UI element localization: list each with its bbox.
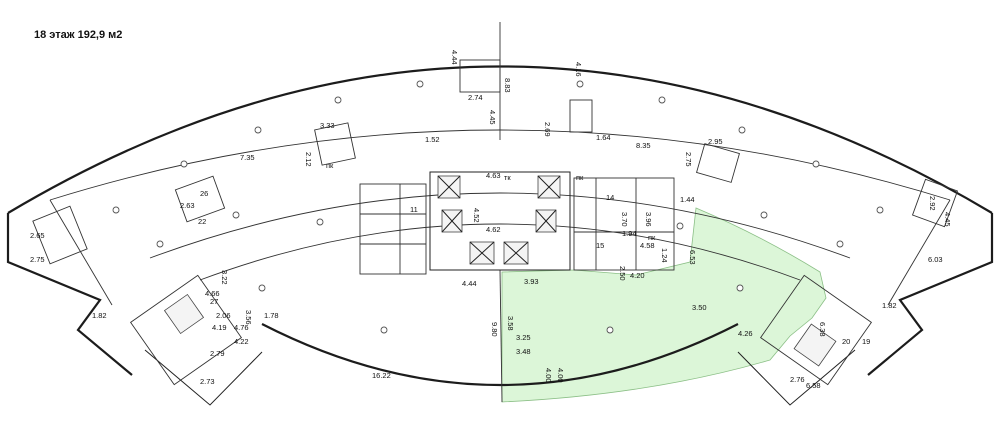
outer-wall-left <box>6 213 133 376</box>
dimension-label: 4.19 <box>212 323 227 332</box>
dimension-label: 1.24 <box>660 248 669 263</box>
dimension-label: 2.73 <box>200 377 215 386</box>
room-number: 11 <box>410 205 418 214</box>
dimension-label: 4.22 <box>234 337 249 346</box>
dimension-label: 3.93 <box>524 277 539 286</box>
dimension-label: 7.35 <box>240 153 255 162</box>
dimension-label: 4.63 <box>486 171 501 180</box>
service-label: пк <box>648 233 656 242</box>
room-number: 27 <box>210 297 218 306</box>
room-number: 15 <box>596 241 604 250</box>
dimension-label: 6.38 <box>818 322 827 337</box>
dimension-label: 3.50 <box>692 303 707 312</box>
highlighted-office-area <box>501 207 827 403</box>
dimension-label: 3.48 <box>516 347 531 356</box>
dimension-label: 1.82 <box>882 301 897 310</box>
service-label: пк <box>576 173 584 182</box>
dimension-label: 4.45 <box>943 212 952 227</box>
dimension-label: 16.22 <box>372 371 391 380</box>
dimension-label: 2.12 <box>304 152 313 167</box>
dimension-label: 2.65 <box>30 231 45 240</box>
dimension-label: 4.20 <box>630 271 645 280</box>
corridor-inner-arc <box>149 192 851 259</box>
dimension-label: 4.16 <box>574 62 583 77</box>
service-label: пк <box>326 161 334 170</box>
dimension-label: 4.00 <box>556 368 565 383</box>
dimension-label: 1.78 <box>264 311 279 320</box>
dimension-label: 4.62 <box>486 225 501 234</box>
dimension-label: 4.44 <box>462 279 477 288</box>
dimension-label: 2.74 <box>468 93 483 102</box>
dimension-label: 3.25 <box>516 333 531 342</box>
dimension-label: 2.75 <box>684 152 693 167</box>
dimension-label: 2.63 <box>180 201 195 210</box>
dimension-label: 1.64 <box>596 133 611 142</box>
dimension-label: 2.50 <box>618 266 627 281</box>
plan-title: 18 этаж 192,9 м2 <box>34 29 123 41</box>
dimension-label: 8.83 <box>503 78 512 93</box>
dimension-label: 4.52 <box>472 208 481 223</box>
room-number: 26 <box>200 189 208 198</box>
dimension-label: 1.94 <box>622 229 637 238</box>
dimension-label: 4.00 <box>544 368 553 383</box>
dimension-label: 4.45 <box>488 110 497 125</box>
dimension-label: 6.58 <box>806 381 821 390</box>
dimension-label: 1.44 <box>680 195 695 204</box>
dimension-label: 3.33 <box>320 121 335 130</box>
room-number: 14 <box>606 193 614 202</box>
dimension-label: 4.26 <box>738 329 753 338</box>
dimension-label: 2.69 <box>543 122 552 137</box>
dimension-label: 6.53 <box>688 250 697 265</box>
outer-wall-right <box>867 213 994 376</box>
dimension-label: 8.35 <box>636 141 651 150</box>
dimension-label: 6.03 <box>928 255 943 264</box>
dimension-label: 3.70 <box>620 212 629 227</box>
service-labels: пк пк пк тк <box>326 161 656 242</box>
inner-courtyard-arc <box>261 323 739 386</box>
dimension-label: 1.82 <box>92 311 107 320</box>
dimension-label: 3.22 <box>220 270 229 285</box>
dimension-label: 2.75 <box>30 255 45 264</box>
dimension-label: 2.06 <box>216 311 231 320</box>
dimension-label: 4.58 <box>640 241 655 250</box>
room-number-labels: 11 14 15 19 20 22 26 27 <box>198 189 870 346</box>
room-number: 22 <box>198 217 206 226</box>
room-number: 20 <box>842 337 850 346</box>
dimension-label: 2.79 <box>210 349 225 358</box>
service-label: тк <box>504 173 511 182</box>
dimension-label: 3.58 <box>506 316 515 331</box>
room-number: 19 <box>862 337 870 346</box>
dimension-label: 2.76 <box>790 375 805 384</box>
dimension-label: 4.76 <box>234 323 249 332</box>
dimension-label: 3.96 <box>644 212 653 227</box>
columns <box>112 80 884 334</box>
dimension-label: 3.56 <box>244 310 253 325</box>
dimension-label: 2.95 <box>708 137 723 146</box>
dimension-label: 9.80 <box>490 322 499 337</box>
dimension-label: 4.66 <box>205 289 220 298</box>
dimension-labels: 4.44 2.74 8.83 4.45 4.16 3.33 2.12 7.35 1.52 2.69… <box>30 50 952 390</box>
dimension-label: 1.52 <box>425 135 440 144</box>
dimension-label: 2.92 <box>928 196 937 211</box>
dimension-label: 4.44 <box>450 50 459 65</box>
